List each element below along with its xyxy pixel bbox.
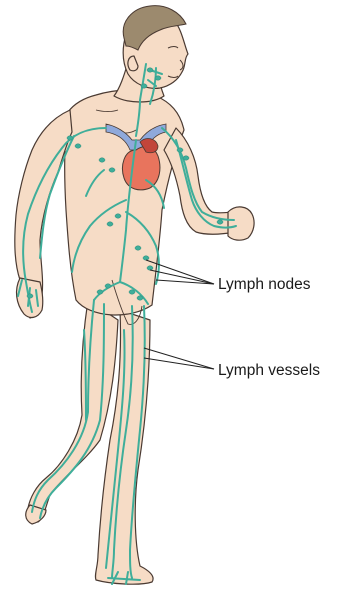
- leader-vessels-1: [144, 348, 214, 369]
- lymph-nodes-label: Lymph nodes: [218, 277, 311, 293]
- lymph-vessels-label: Lymph vessels: [218, 363, 320, 379]
- leader-vessels-2: [144, 358, 214, 369]
- right-fist: [228, 207, 254, 240]
